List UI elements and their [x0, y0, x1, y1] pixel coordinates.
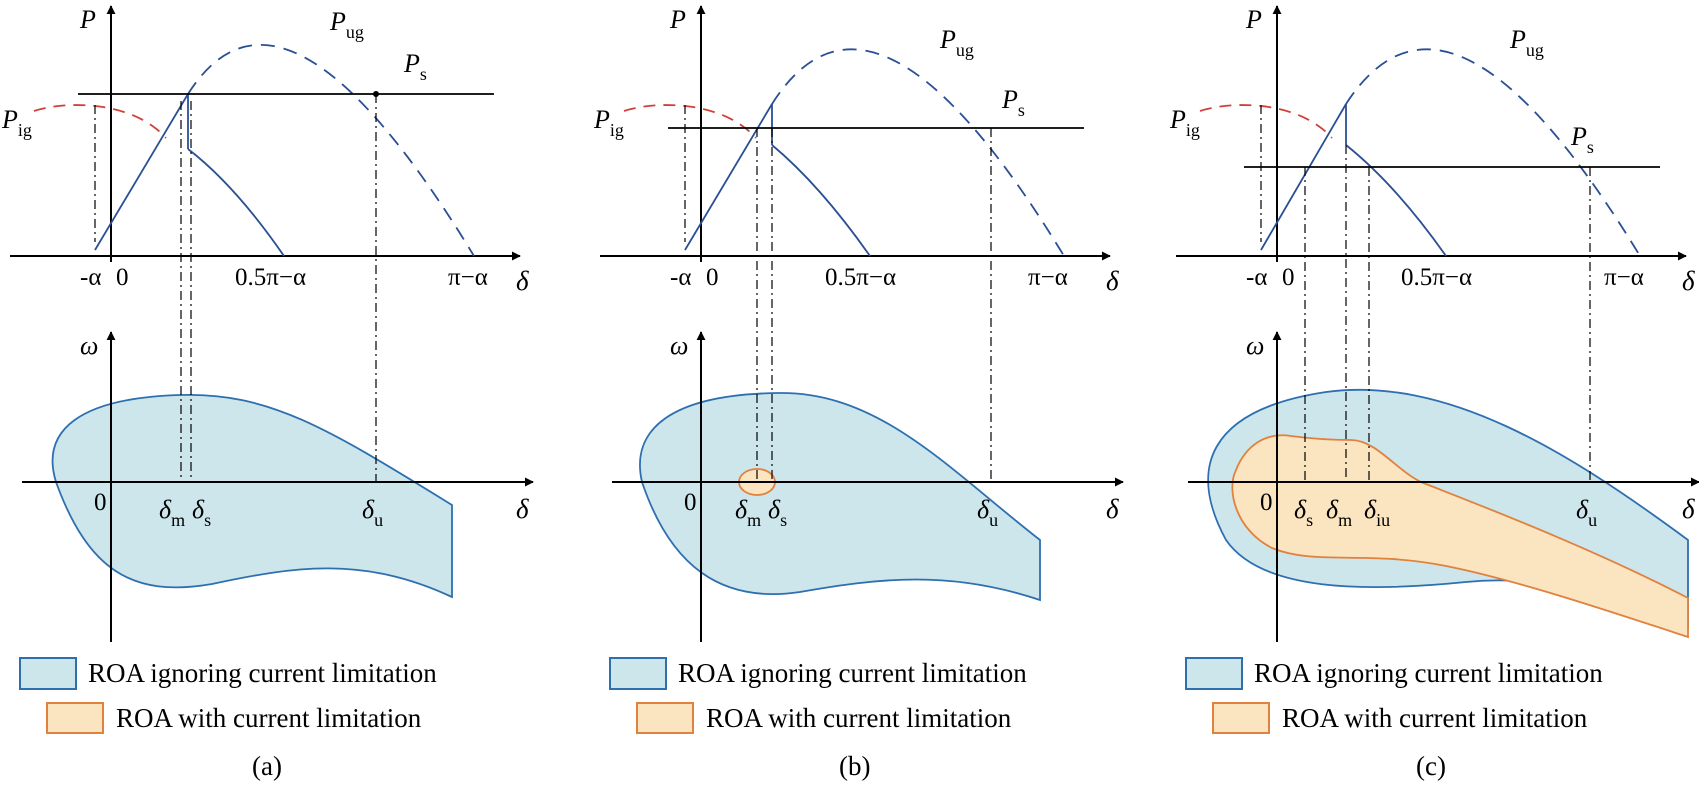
- tick-pi-alpha: π−α: [1028, 264, 1068, 291]
- panel-caption: (c): [1416, 751, 1446, 781]
- legend-blue-label: ROA ignoring current limitation: [1254, 658, 1603, 688]
- delta-axis-label: δ: [516, 266, 529, 296]
- delta-iu-label: δiu: [1364, 495, 1390, 530]
- tick-neg-alpha: -α: [1246, 264, 1267, 291]
- pug-solid-segment: [1260, 103, 1347, 251]
- pig-solid-segment: [187, 148, 285, 257]
- panel-a: P δ -α 0 0.5π−α π−α Pug Ps Pig ω δ 0: [1, 5, 534, 781]
- legend-blue-swatch: [609, 657, 667, 690]
- ps-label: Ps: [1001, 85, 1025, 120]
- pug-label: Pug: [1509, 25, 1544, 60]
- p-axis-label: P: [1245, 5, 1262, 34]
- delta-axis-label: δ: [1106, 494, 1119, 524]
- pug-label: Pug: [329, 7, 364, 42]
- ps-label: Ps: [1570, 122, 1594, 157]
- omega-axis-label: ω: [670, 331, 688, 360]
- ps-label: Ps: [403, 49, 427, 84]
- legend-orange-swatch: [46, 702, 104, 734]
- legend: ROA ignoring current limitation ROA with…: [1185, 657, 1603, 734]
- pig-dashed-curve: [623, 104, 757, 139]
- pug-solid-segment: [684, 103, 773, 251]
- origin-zero: 0: [1260, 489, 1273, 516]
- legend: ROA ignoring current limitation ROA with…: [19, 657, 437, 734]
- p-axis-label: P: [669, 5, 686, 34]
- p-axis-label: P: [79, 5, 96, 34]
- origin-zero: 0: [94, 489, 107, 516]
- pig-dashed-curve: [1199, 104, 1333, 139]
- delta-s-label: δs: [768, 495, 787, 530]
- pug-dashed-curve: [1345, 48, 1641, 257]
- origin-zero: 0: [684, 489, 697, 516]
- delta-axis-label: δ: [516, 494, 529, 524]
- pug-solid-segment: [94, 93, 189, 251]
- legend-orange-swatch: [1212, 702, 1270, 734]
- pug-dashed-curve: [771, 48, 1065, 257]
- tick-neg-alpha: -α: [670, 264, 691, 291]
- delta-axis-label: δ: [1682, 494, 1695, 524]
- pig-solid-segment: [1345, 144, 1447, 257]
- omega-axis-label: ω: [80, 331, 98, 360]
- delta-s-label: δs: [192, 495, 211, 530]
- omega-axis-label: ω: [1246, 331, 1264, 360]
- delta-m-label: δm: [1326, 495, 1352, 530]
- pig-label: Pig: [593, 105, 624, 140]
- panel-b: P δ -α 0 0.5π−α π−α Pug Ps Pig ω δ 0: [593, 5, 1124, 781]
- pig-solid-segment: [771, 144, 871, 257]
- delta-u-label: δu: [362, 495, 383, 530]
- delta-m-label: δm: [735, 495, 761, 530]
- legend-orange-label: ROA with current limitation: [1282, 703, 1588, 733]
- legend-orange-label: ROA with current limitation: [706, 703, 1012, 733]
- p-delta-plot: P δ -α 0 0.5π−α π−α Pug Ps Pig: [593, 5, 1119, 296]
- panel-c: P δ -α 0 0.5π−α π−α Pug Ps Pig ω δ 0: [1169, 5, 1699, 781]
- panel-caption: (a): [252, 751, 282, 781]
- tick-half-pi-alpha: 0.5π−α: [1401, 264, 1472, 291]
- legend-orange-swatch: [636, 702, 694, 734]
- tick-zero: 0: [706, 264, 719, 291]
- tick-zero: 0: [1282, 264, 1295, 291]
- legend-blue-label: ROA ignoring current limitation: [88, 658, 437, 688]
- omega-delta-plot: ω δ 0 δs δm δiu δu: [1188, 145, 1699, 642]
- pug-dashed-curve: [187, 43, 475, 257]
- pig-dashed-curve: [33, 104, 167, 139]
- tick-neg-alpha: -α: [80, 264, 101, 291]
- delta-u-label: δu: [977, 495, 998, 530]
- tick-half-pi-alpha: 0.5π−α: [235, 264, 306, 291]
- omega-delta-plot: ω δ 0 δm δs δu: [22, 94, 534, 642]
- roa-limited-region: [1231, 434, 1689, 639]
- p-delta-plot: P δ -α 0 0.5π−α π−α Pug Ps Pig: [1169, 5, 1695, 296]
- delta-axis-label: δ: [1682, 266, 1695, 296]
- panel-caption: (b): [839, 751, 870, 781]
- omega-delta-plot: ω δ 0 δm δs δu: [612, 128, 1124, 642]
- roa-ignoring-region: [51, 393, 453, 599]
- tick-pi-alpha: π−α: [448, 264, 488, 291]
- legend-orange-label: ROA with current limitation: [116, 703, 422, 733]
- delta-m-label: δm: [159, 495, 185, 530]
- tick-pi-alpha: π−α: [1604, 264, 1644, 291]
- delta-axis-label: δ: [1106, 266, 1119, 296]
- pig-label: Pig: [1169, 105, 1200, 140]
- legend-blue-swatch: [19, 657, 77, 690]
- tick-zero: 0: [116, 264, 129, 291]
- tick-half-pi-alpha: 0.5π−α: [825, 264, 896, 291]
- p-delta-plot: P δ -α 0 0.5π−α π−α Pug Ps Pig: [1, 5, 529, 296]
- legend: ROA ignoring current limitation ROA with…: [609, 657, 1027, 734]
- pig-label: Pig: [1, 105, 32, 140]
- delta-u-label: δu: [1576, 495, 1597, 530]
- delta-s-label: δs: [1294, 495, 1313, 530]
- pug-label: Pug: [939, 25, 974, 60]
- legend-blue-label: ROA ignoring current limitation: [678, 658, 1027, 688]
- legend-blue-swatch: [1185, 657, 1243, 690]
